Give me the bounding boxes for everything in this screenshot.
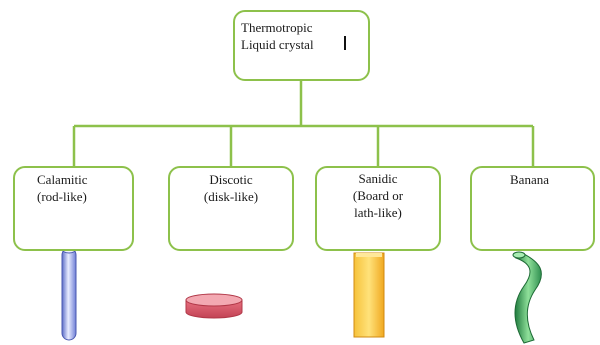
node-calamitic-label: Calamitic (rod-like) bbox=[37, 172, 88, 204]
root-node-label: Thermotropic Liquid crystal bbox=[241, 20, 314, 52]
node-calamitic: Calamitic (rod-like) bbox=[13, 166, 134, 251]
node-discotic: Discotic (disk-like) bbox=[168, 166, 294, 251]
banana-icon bbox=[512, 251, 542, 344]
disk-icon bbox=[185, 293, 243, 319]
text-cursor bbox=[344, 36, 346, 50]
node-banana-label: Banana bbox=[510, 172, 549, 187]
root-node-box: Thermotropic Liquid crystal bbox=[233, 10, 370, 81]
rod-icon bbox=[61, 244, 77, 341]
node-sanidic-label: Sanidic (Board or lath-like) bbox=[352, 171, 404, 220]
node-banana: Banana bbox=[470, 166, 595, 251]
board-icon bbox=[353, 252, 385, 338]
node-sanidic: Sanidic (Board or lath-like) bbox=[315, 166, 441, 251]
node-discotic-label: Discotic (disk-like) bbox=[203, 172, 259, 204]
